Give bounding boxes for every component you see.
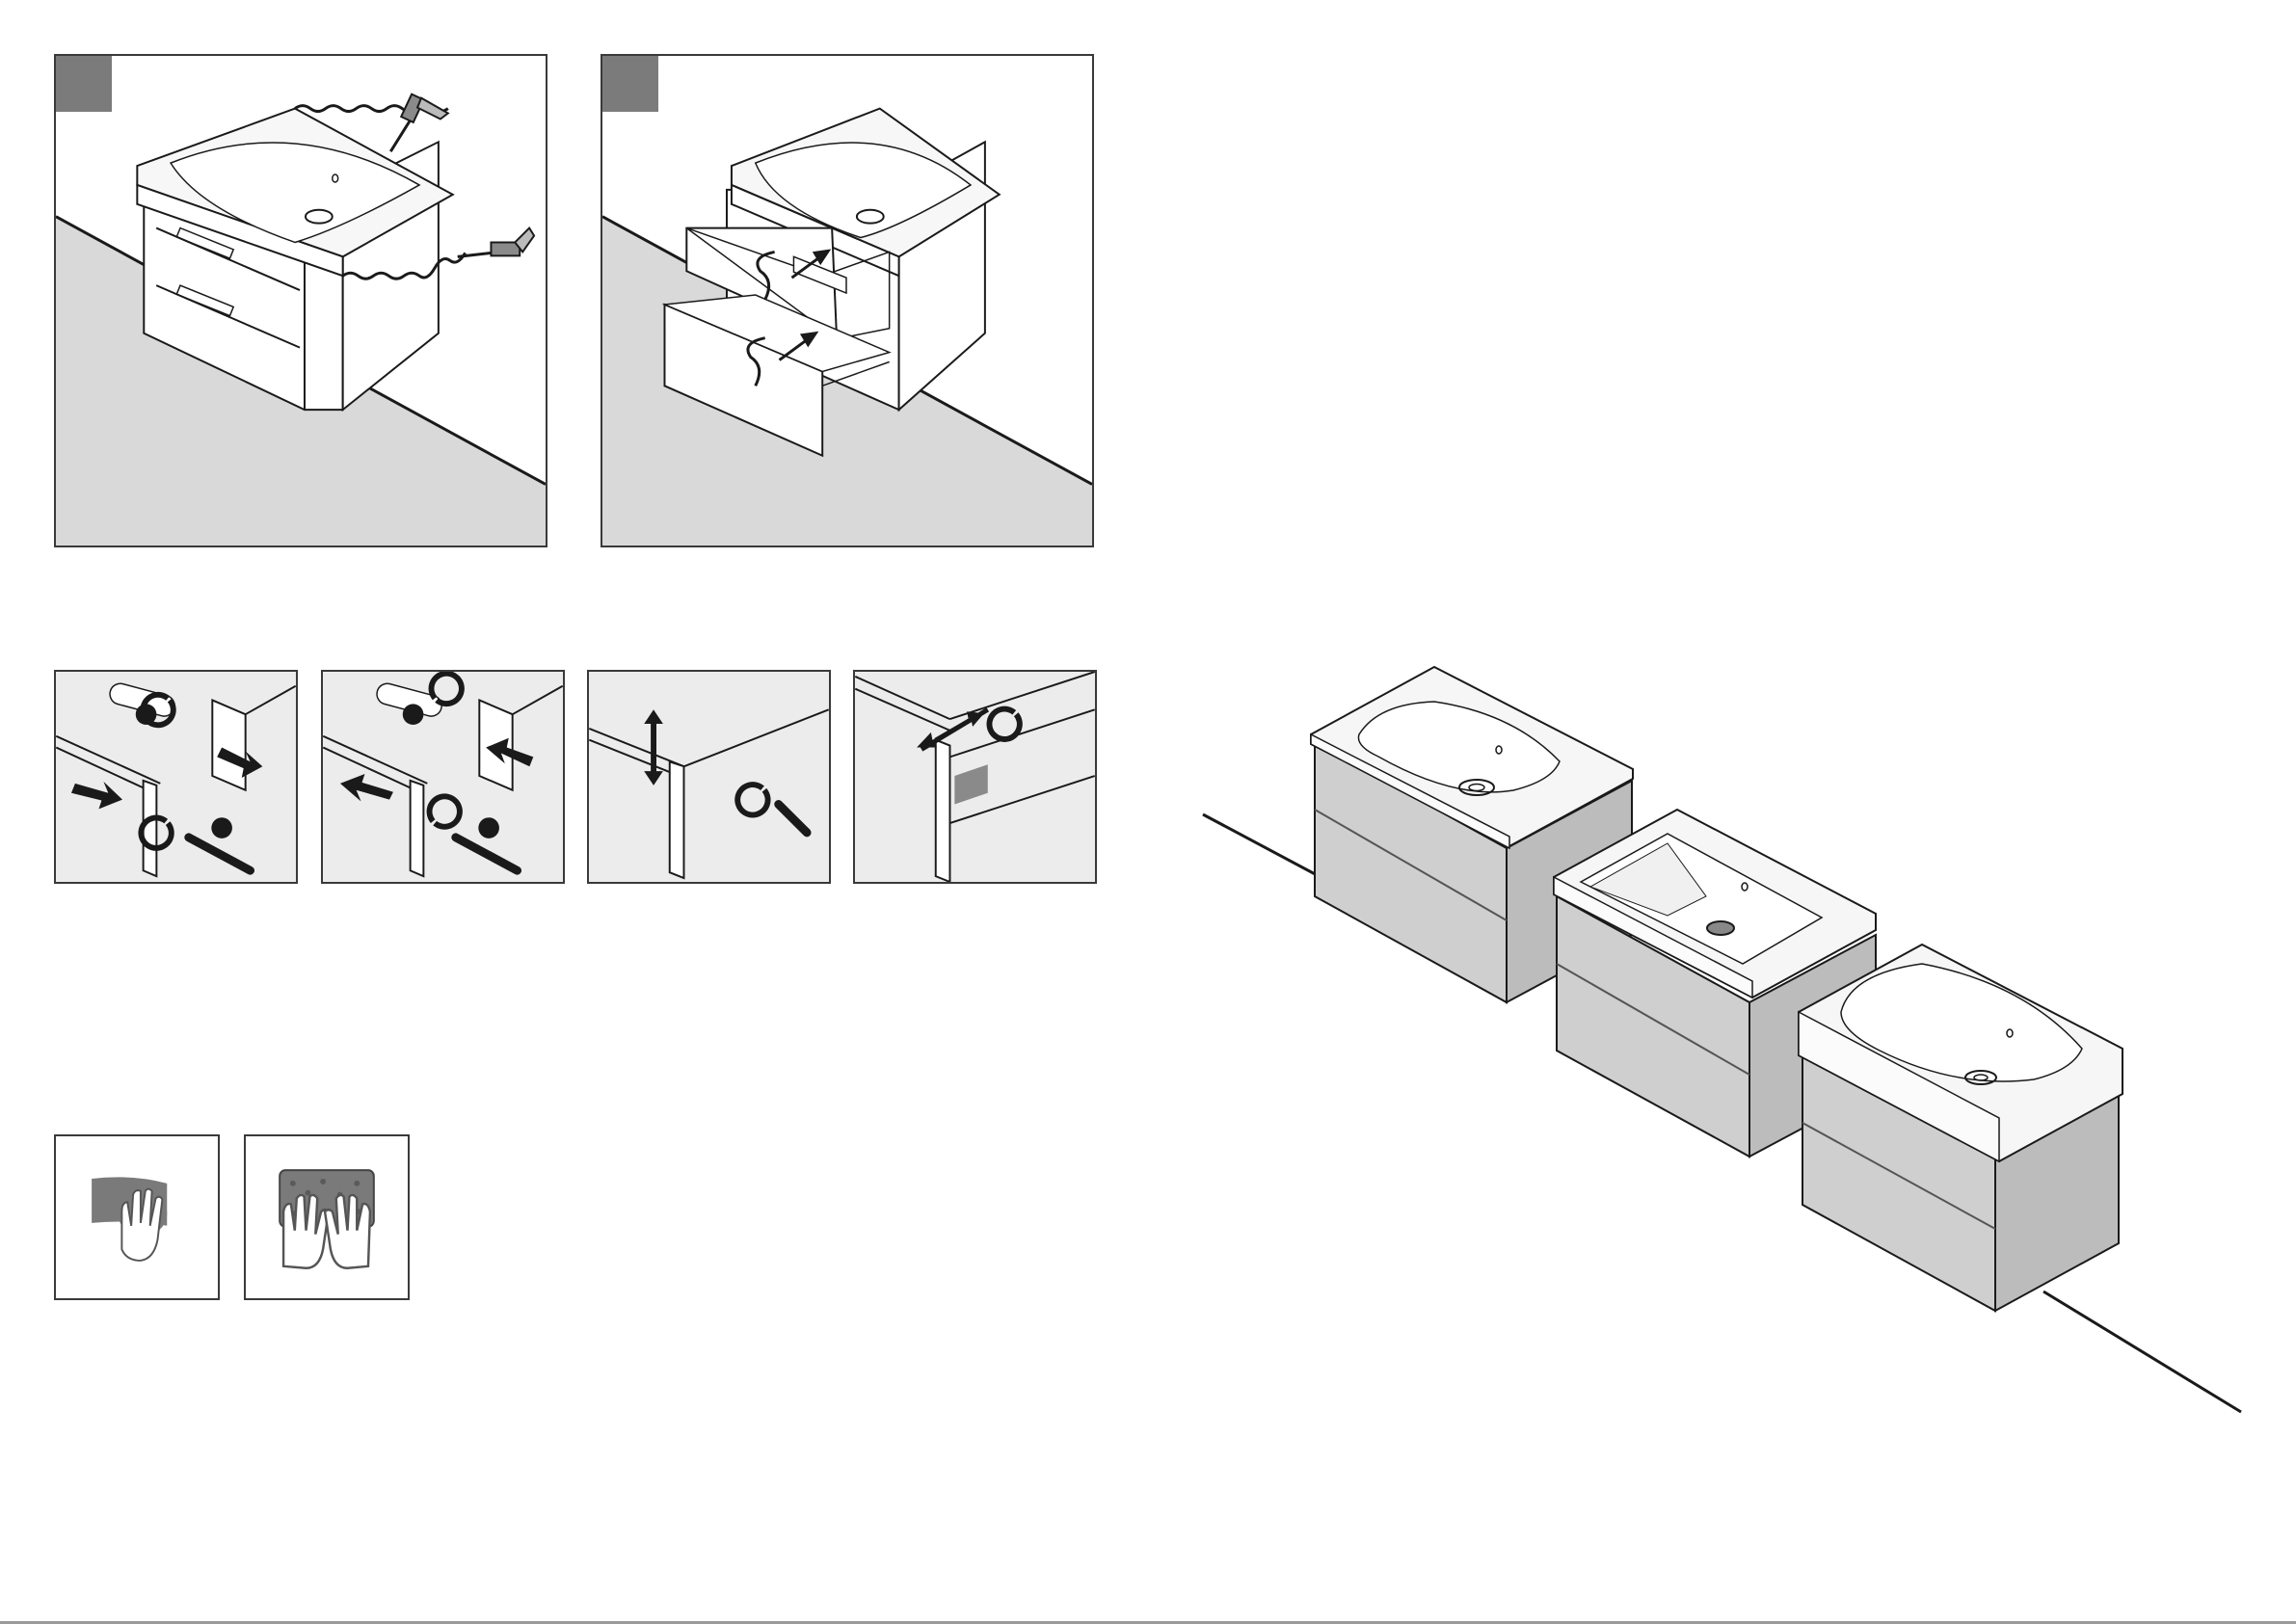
- step-panel-silicone: [54, 54, 547, 547]
- step-panel-drawers: [601, 54, 1094, 547]
- vanity-variants-overview: [1186, 646, 2275, 1446]
- wipe-with-cloth-icon: [56, 1136, 218, 1298]
- silicone-illustration: [56, 56, 546, 546]
- adjust-height-illustration: [589, 672, 829, 882]
- adjust-depth-backward-panel: [321, 670, 565, 884]
- care-icon-sponge-panel: [244, 1134, 410, 1300]
- adjust-side-illustration: [855, 672, 1095, 882]
- adjust-height-panel: [587, 670, 831, 884]
- care-icon-wipe-panel: [54, 1134, 220, 1300]
- vanity-unit-3: [1799, 945, 2122, 1311]
- adjust-depth-backward-illustration: [323, 672, 563, 882]
- step-number-badge: [56, 56, 112, 112]
- step-number-badge: [602, 56, 658, 112]
- adjust-depth-forward-panel: [54, 670, 298, 884]
- adjust-depth-forward-illustration: [56, 672, 296, 882]
- adjust-side-panel: [853, 670, 1097, 884]
- drawer-illustration: [602, 56, 1092, 546]
- clean-with-sponge-icon: [246, 1136, 408, 1298]
